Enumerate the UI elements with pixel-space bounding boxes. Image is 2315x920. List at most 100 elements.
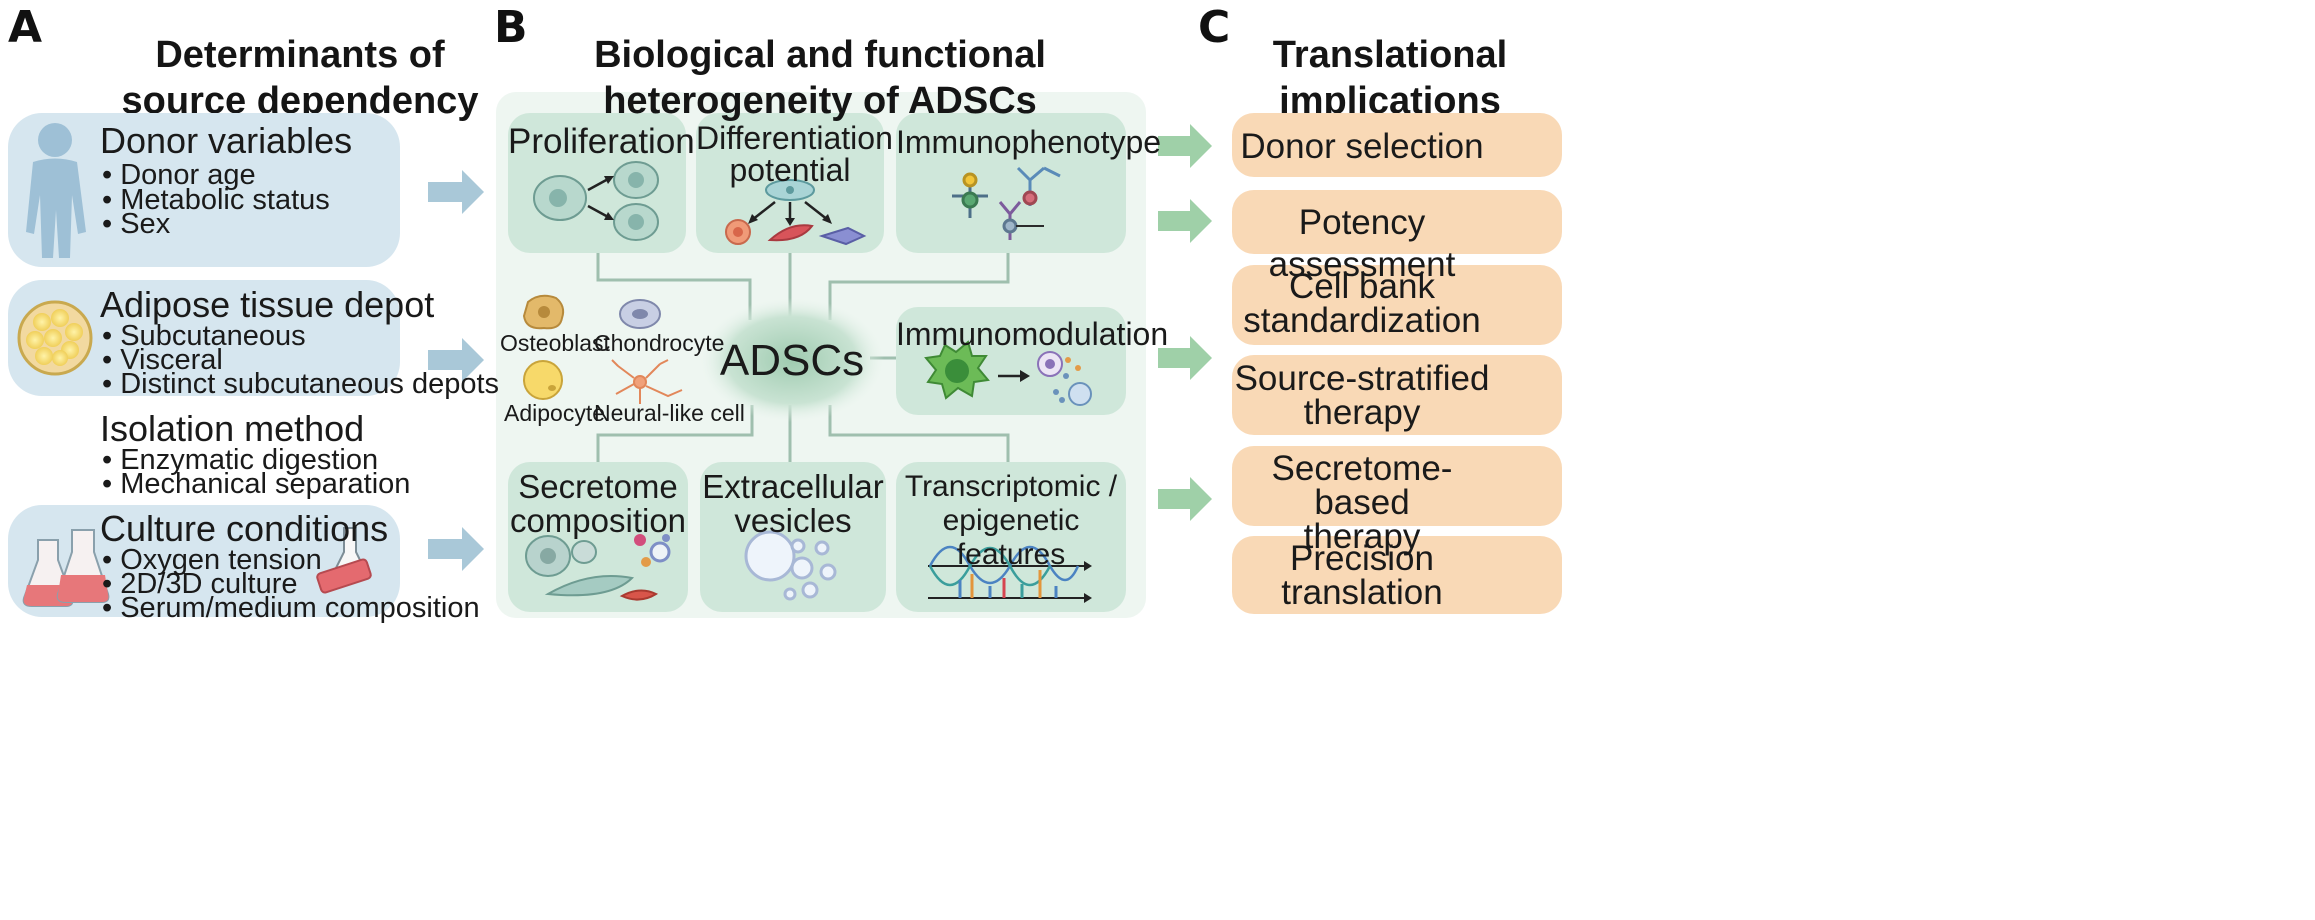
precision-translation-label: Precision translation [1232, 539, 1492, 612]
precision-translation-label-line1: Precision [1290, 539, 1434, 578]
proliferation-label: Proliferation [508, 122, 695, 161]
transcriptomic-icon [928, 545, 1092, 603]
donor-variables-title: Donor variables [100, 120, 353, 161]
secretome-label: Secretome composition [508, 470, 688, 538]
adscs-glow [700, 298, 884, 422]
arrow-a-to-b-1 [428, 170, 484, 214]
source-stratified-label-line1: Source-stratified [1234, 359, 1490, 398]
depot-item-1-text: Subcutaneous [120, 320, 306, 352]
panel-a-letter: A [8, 2, 43, 53]
precision-translation-box [1232, 536, 1562, 614]
donor-item-3: • Sex [102, 208, 171, 240]
adipose-depot-title: Adipose tissue depot [100, 284, 435, 325]
neural-like-cell-label: Neural-like cell [594, 400, 745, 426]
secretome-therapy-label-line1: Secretome-based [1271, 449, 1453, 522]
potency-assessment-label: Potency assessment [1268, 203, 1456, 284]
potency-assessment-box [1232, 190, 1562, 254]
transcriptomic-box [896, 462, 1126, 612]
donor-item-2-text: Metabolic status [120, 184, 330, 216]
precision-translation-label-line2: translation [1281, 573, 1443, 612]
differentiation-label: Differentiation potential [696, 120, 893, 188]
vesicles-label: Extracellular vesicles [700, 470, 886, 538]
osteoblast-icon [522, 294, 565, 330]
arrow-a-to-b-2 [428, 338, 484, 382]
culture-item-2: • 2D/3D culture [102, 568, 298, 600]
differentiation-label-line1: Differentiation [696, 120, 893, 156]
depot-item-3-text: Distinct subcutaneous depots [120, 368, 500, 400]
cell-bank-box [1232, 265, 1562, 345]
panel-b-letter: B [494, 2, 528, 53]
secretome-therapy-label-line2: therapy [1303, 517, 1421, 556]
flask-icon [22, 529, 110, 607]
arrow-b-to-c-2 [1158, 199, 1212, 243]
arrow-b-to-c-3 [1158, 336, 1212, 380]
secretome-therapy-label: Secretome-based therapy [1232, 449, 1492, 556]
human-figure-icon [26, 123, 86, 258]
donor-item-2: • Metabolic status [102, 184, 330, 216]
panel-b-title: Biological and functional heterogeneity … [520, 32, 1120, 124]
extracellular-vesicles-icon [744, 530, 837, 601]
isolation-item-2-text: Mechanical separation [120, 468, 411, 500]
culture-flask-icon [316, 527, 372, 594]
culture-conditions-title: Culture conditions [100, 508, 389, 549]
adscs-center-label: ADSCs [719, 336, 865, 385]
depot-item-2: • Visceral [102, 344, 223, 376]
panel-b-title-line2: heterogeneity of ADSCs [603, 80, 1037, 122]
isolation-item-2: • Mechanical separation [102, 468, 411, 500]
immunomodulation-icon [924, 340, 1092, 406]
chondrocyte-icon [619, 299, 661, 329]
arrow-b-to-c-1 [1158, 124, 1212, 168]
transcriptomic-label-line1: Transcriptomic / [904, 470, 1118, 503]
secretome-label-line2: composition [509, 502, 687, 539]
arrow-b-to-c-4 [1158, 477, 1212, 521]
isolation-item-1-text: Enzymatic digestion [120, 444, 379, 476]
depot-item-2-text: Visceral [120, 344, 223, 376]
culture-item-3: • Serum/medium composition [102, 592, 480, 624]
immunophenotype-icon [952, 166, 1061, 240]
cell-bank-label-line1: Cell bank [1289, 267, 1435, 306]
immunophenotype-box [896, 113, 1126, 253]
secretome-icon [525, 534, 671, 601]
chondrocyte-label: Chondrocyte [594, 330, 725, 356]
isolation-item-1: • Enzymatic digestion [102, 444, 379, 476]
neural-like-cell-icon [611, 359, 683, 404]
source-stratified-label: Source-stratified therapy [1232, 359, 1492, 432]
donor-selection-label: Donor selection [1240, 127, 1484, 166]
immunophenotype-label: Immunophenotype [896, 124, 1162, 160]
depot-item-3: • Distinct subcutaneous depots [102, 368, 500, 400]
panel-c-letter: C [1198, 2, 1231, 53]
differentiation-label-line2: potential [729, 152, 851, 188]
secretome-label-line1: Secretome [518, 468, 678, 505]
source-stratified-box [1232, 355, 1562, 435]
panel-a-title: Determinants of source dependency [40, 32, 560, 124]
panel-b-title-line1: Biological and functional [594, 34, 1046, 76]
cell-bank-label-line2: standardization [1243, 301, 1481, 340]
panel-c-title: Translational implications [1240, 32, 1540, 124]
differentiation-icon [725, 179, 867, 246]
transcriptomic-label: Transcriptomic / epigenetic features [896, 470, 1126, 572]
culture-item-1-text: Oxygen tension [120, 544, 322, 576]
donor-item-3-text: Sex [120, 208, 171, 240]
donor-item-1-text: Donor age [120, 159, 256, 191]
vesicles-label-line2: vesicles [734, 502, 852, 539]
vesicles-box [700, 462, 886, 612]
isolation-method-title: Isolation method [100, 408, 365, 449]
donor-item-1: • Donor age [102, 159, 256, 191]
adipocyte-label: Adipocyte [504, 400, 606, 426]
depot-item-1: • Subcutaneous [102, 320, 306, 352]
transcriptomic-label-line2: epigenetic features [942, 504, 1080, 571]
osteoblast-label: Osteoblast [500, 330, 610, 356]
proliferation-cells-icon [533, 161, 659, 241]
immunomodulation-label: Immunomodulation [896, 316, 1169, 352]
adipocyte-icon [523, 360, 563, 400]
source-stratified-label-line2: therapy [1303, 393, 1421, 432]
culture-item-1: • Oxygen tension [102, 544, 322, 576]
culture-item-2-text: 2D/3D culture [120, 568, 298, 600]
arrow-a-to-b-3 [428, 527, 484, 571]
panel-c-title-line1: Translational [1272, 34, 1508, 76]
panel-a-title-line1: Determinants of [155, 34, 445, 76]
culture-item-3-text: Serum/medium composition [120, 592, 480, 624]
secretome-therapy-box [1232, 446, 1562, 526]
adipose-tissue-icon [17, 300, 93, 376]
cell-bank-label: Cell bank standardization [1232, 267, 1492, 340]
